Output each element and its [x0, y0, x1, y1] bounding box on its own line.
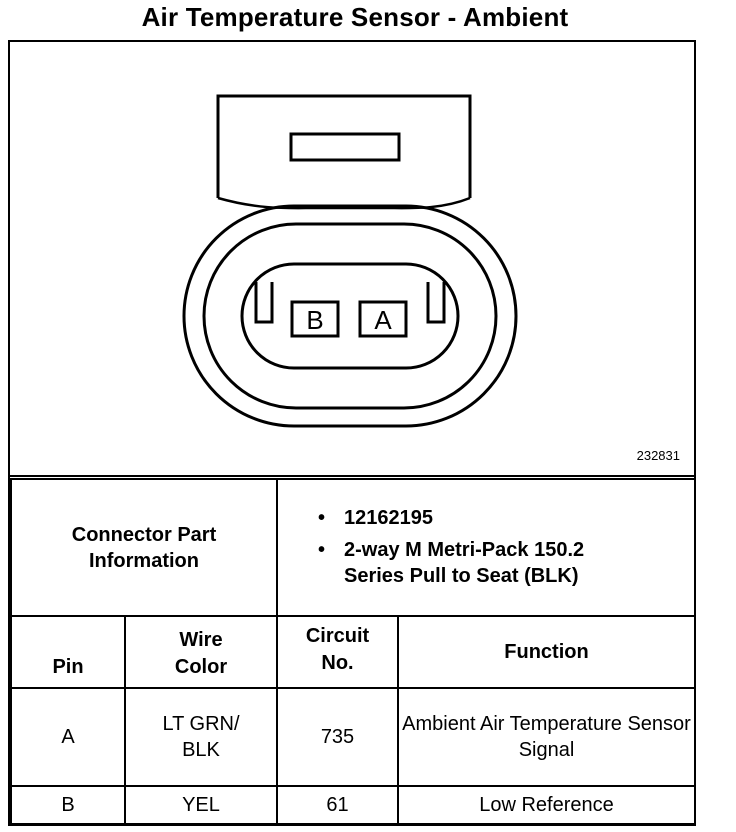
row-a-wire-color: LT GRN/ BLK [124, 687, 278, 787]
latch-slot [289, 132, 401, 162]
row-b-function: Low Reference [397, 785, 696, 825]
connector-outer-shell [182, 204, 518, 428]
latch-housing [216, 94, 472, 198]
connector-info-label: Connector Part Information [10, 478, 278, 617]
row-b-pin: B [10, 785, 126, 825]
row-b-wire-color: YEL [124, 785, 278, 825]
header-circuit-no-text: Circuit No. [305, 625, 370, 674]
header-wire-color: Wire Color [124, 615, 278, 689]
connector-description: 2-way M Metri-Pack 150.2 Series Pull to … [318, 537, 604, 589]
outer-frame [8, 40, 696, 826]
row-a-pin: A [10, 687, 126, 787]
connector-drawing [10, 94, 694, 477]
page-title: Air Temperature Sensor - Ambient [141, 2, 569, 32]
row-a-function: Ambient Air Temperature Sensor Signal [397, 687, 696, 787]
header-circuit-no: Circuit No. [276, 615, 399, 689]
terminal-cavity [240, 262, 460, 370]
pin-box-b [290, 300, 340, 338]
connector-info-label-line1: Connector Part [71, 523, 217, 546]
pin-label-a: A [374, 305, 392, 335]
row-b-circuit: 61 [276, 785, 399, 825]
row-a-wire-color-text: LT GRN/ BLK [162, 713, 240, 761]
right-key [426, 282, 446, 324]
pin-table: Pin Wire Color Circuit No. Function A LT… [10, 615, 696, 825]
left-key [254, 282, 274, 324]
latch-base-line [217, 196, 471, 210]
connector-part-number: 12162195 [318, 505, 694, 531]
pin-box-a [358, 300, 408, 338]
table-row: B YEL 61 Low Reference [10, 785, 696, 825]
row-a-circuit: 735 [276, 687, 399, 787]
table-row: A LT GRN/ BLK 735 Ambient Air Temperatur… [10, 687, 696, 787]
figure-number: 232831 [636, 448, 680, 463]
header-function: Function [397, 615, 696, 689]
header-wire-color-text: Wire Color [174, 629, 228, 678]
pin-label-b: B [306, 305, 324, 335]
header-pin: Pin [10, 615, 126, 689]
connector-info-table: Connector Part Information 12162195 2-wa… [10, 478, 696, 617]
connector-info-values: 12162195 2-way M Metri-Pack 150.2 Series… [276, 478, 696, 617]
connector-diagram: B A 232831 [10, 40, 694, 478]
connector-inner-shell [202, 222, 498, 410]
connector-info-label-line2: Information [89, 549, 199, 572]
